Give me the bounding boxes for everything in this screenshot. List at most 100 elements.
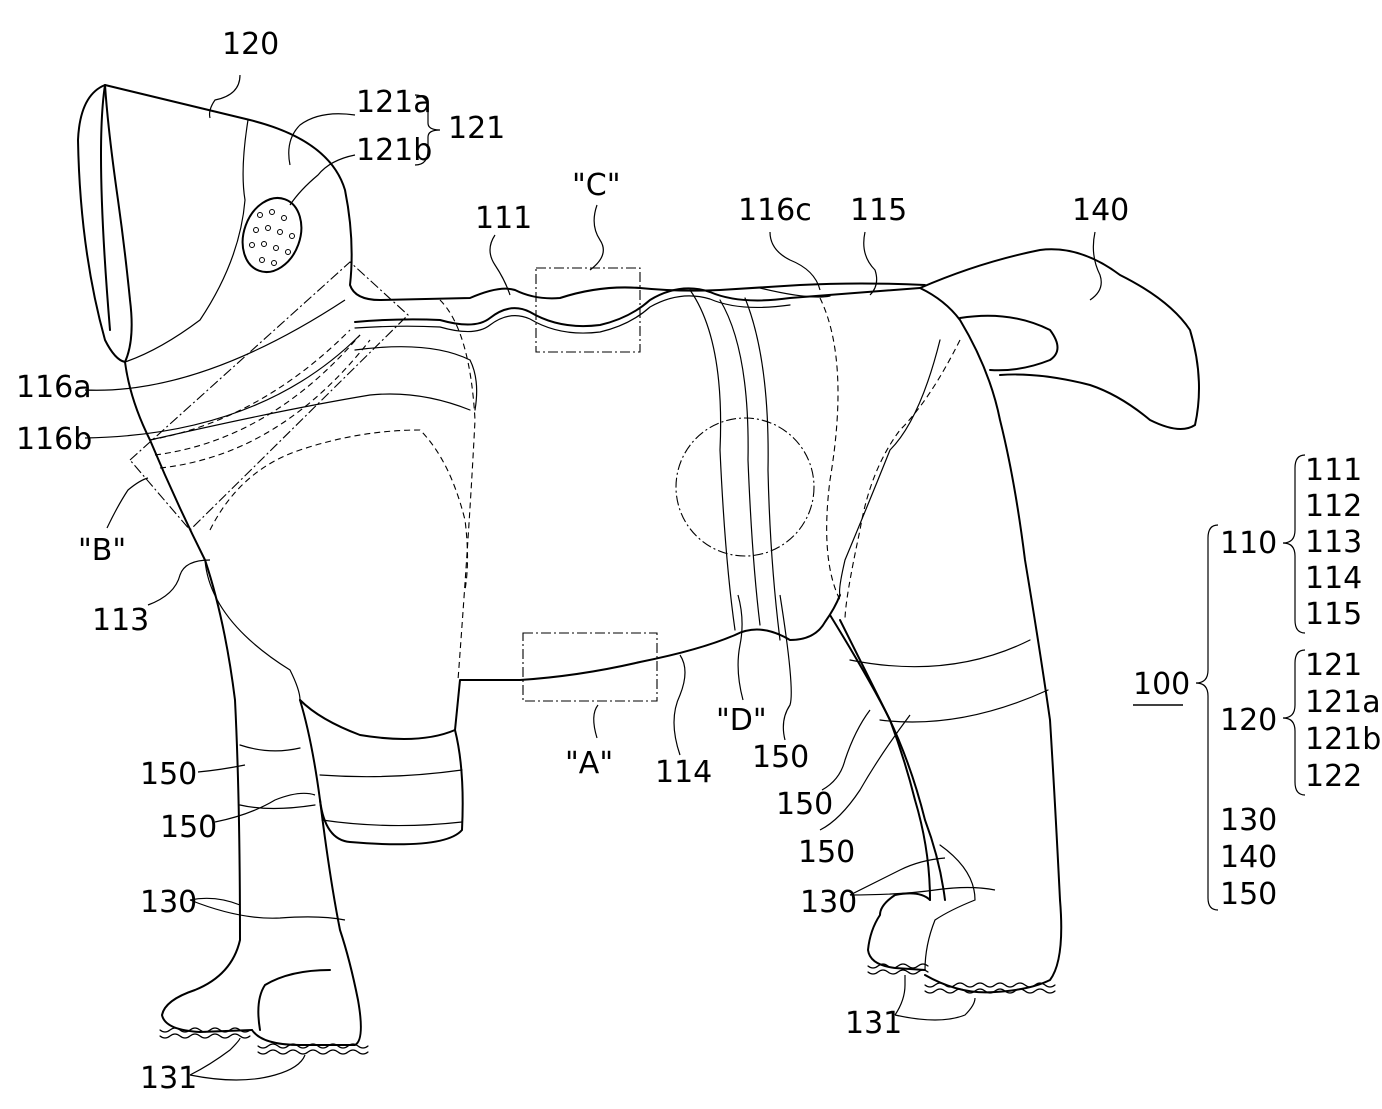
- belly-strap-dash: [819, 297, 841, 601]
- label-116c: 116c: [738, 193, 812, 228]
- belly-strap-a: [689, 289, 736, 631]
- label-c: "C": [572, 168, 621, 203]
- reference-legend: 100 110 111 112 113 114 115 120 121 121a…: [1133, 453, 1381, 912]
- chest-seam: [149, 393, 471, 441]
- label-114: 114: [655, 755, 712, 790]
- back-seam: [439, 299, 476, 681]
- rear-outline: [919, 287, 1063, 994]
- legend-110-items: 111 112 113 114 115: [1305, 453, 1362, 632]
- belly-strap-b: [719, 299, 761, 626]
- legend-root: 100: [1133, 667, 1190, 702]
- front-outline: [124, 361, 253, 1033]
- label-b: "B": [78, 533, 126, 568]
- legend-110-item: 113: [1305, 525, 1362, 560]
- front-sole-1b: [159, 1033, 251, 1039]
- legend-110-item: 111: [1305, 453, 1362, 488]
- tail-inner: [959, 314, 1059, 372]
- rear-band-lower: [879, 689, 1049, 723]
- vent-holes: [249, 209, 295, 266]
- rear-leg-paw: [867, 892, 931, 971]
- front-leg-back: [251, 699, 362, 1046]
- rear-paw-back: [924, 844, 976, 971]
- front-band-c: [319, 769, 463, 778]
- legend-other-items: 130 140 150: [1220, 803, 1277, 912]
- label-121: 121: [448, 111, 505, 146]
- hood-face-opening: [77, 84, 133, 363]
- label-113: 113: [92, 603, 149, 638]
- legend-other-item: 150: [1220, 877, 1277, 912]
- label-121b: 121b: [356, 133, 432, 168]
- label-131-rear: 131: [845, 1006, 902, 1041]
- shoulder-patch: [209, 429, 469, 591]
- label-121a: 121a: [356, 85, 432, 120]
- legend-brace-110: [1282, 454, 1306, 634]
- legend-root-brace: [1195, 524, 1219, 911]
- hood-seam: [124, 119, 249, 363]
- label-150-rear-a: 150: [752, 740, 809, 775]
- hood-rim: [100, 84, 111, 331]
- rear-sole-1b: [867, 969, 929, 975]
- front-leg-inner: [319, 729, 464, 846]
- label-a: "A": [565, 746, 613, 781]
- rear-sole-2b: [924, 988, 1056, 994]
- rear-front-leg: [257, 969, 331, 1031]
- legend-group-110: 110: [1220, 526, 1277, 561]
- rear-sole-1: [867, 963, 929, 969]
- neck-band-a: [149, 329, 351, 441]
- legend-group-120: 120: [1220, 703, 1277, 738]
- legend-120-item: 121a: [1305, 685, 1381, 720]
- label-150-rear-c: 150: [798, 835, 855, 870]
- front-sole-2: [257, 1043, 369, 1049]
- belly-strap-c: [744, 297, 781, 641]
- legend-120-items: 121 121a 121b 122: [1305, 648, 1381, 794]
- detail-box-a: [522, 632, 658, 702]
- front-band-d: [321, 819, 463, 827]
- label-150-front-a: 150: [140, 757, 197, 792]
- label-140: 140: [1072, 193, 1129, 228]
- legend-other-item: 140: [1220, 840, 1277, 875]
- rear-leg-inner: [839, 619, 946, 901]
- label-150-front-b: 150: [160, 810, 217, 845]
- dog-suit-drawing: [77, 84, 1200, 1055]
- rear-leg-front: [829, 614, 931, 901]
- detail-circle-d: [675, 417, 815, 557]
- front-sole-2b: [257, 1049, 369, 1055]
- neck-band-b: [154, 334, 361, 456]
- legend-120-item: 121b: [1305, 722, 1381, 757]
- ear-mesh-vent: [241, 197, 303, 273]
- hood-outline: [104, 84, 926, 301]
- label-131-front: 131: [140, 1061, 197, 1096]
- rear-thigh: [838, 339, 941, 596]
- legend-110-item: 115: [1305, 597, 1362, 632]
- legend-120-item: 121: [1305, 648, 1362, 683]
- label-130-front: 130: [140, 885, 197, 920]
- label-116b: 116b: [16, 422, 92, 457]
- label-111: 111: [475, 201, 532, 236]
- legend-brace-120: [1282, 649, 1306, 796]
- label-115: 115: [850, 193, 907, 228]
- detail-box-c: [535, 267, 641, 353]
- rear-band-upper: [849, 639, 1031, 668]
- back-zipper: [354, 287, 921, 328]
- back-zipper-inner: [354, 295, 791, 334]
- front-band-a: [239, 744, 301, 752]
- rear-hip-dash: [844, 339, 961, 621]
- tail: [919, 248, 1200, 430]
- front-shoulder-seam: [354, 346, 478, 411]
- harness-chest-panel: [129, 261, 409, 531]
- label-130-rear: 130: [800, 885, 857, 920]
- front-sole-1: [159, 1027, 251, 1033]
- legend-110-item: 114: [1305, 561, 1362, 596]
- part-labels: 120 121a 121b 121 "C" 111 116c 115 140 1…: [16, 27, 1129, 1096]
- loin-seam: [759, 287, 831, 298]
- chest-to-belly: [299, 594, 841, 740]
- leader-lines: [84, 74, 1102, 1081]
- rear-sole-2: [924, 982, 1056, 988]
- legend-other-item: 130: [1220, 803, 1277, 838]
- label-d: "D": [716, 703, 767, 738]
- label-150-rear-b: 150: [776, 787, 833, 822]
- legend-120-item: 122: [1305, 759, 1362, 794]
- shoulder-curve: [204, 559, 301, 701]
- front-band-b: [239, 804, 316, 810]
